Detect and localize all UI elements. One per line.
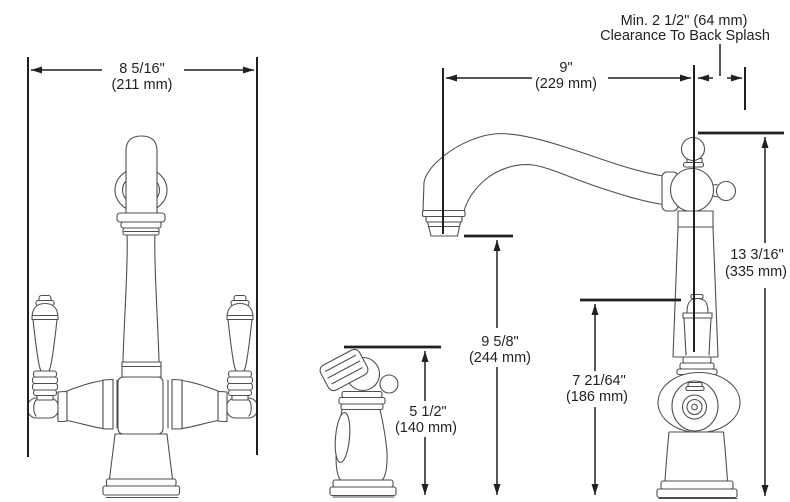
left-arm bbox=[26, 378, 118, 430]
waist-ring-1 bbox=[682, 356, 712, 364]
sprayer-neck-ring-3 bbox=[340, 403, 384, 411]
right-handle-rib-1 bbox=[227, 370, 253, 378]
dim-clearance-line2: Clearance To Back Splash bbox=[600, 28, 770, 44]
knob-joint-top bbox=[712, 183, 718, 186]
neck-band bbox=[121, 361, 162, 378]
cartridge-left-line bbox=[683, 317, 687, 356]
dim-spout-height-inches: 9 5/8" bbox=[481, 334, 518, 350]
left-handle-body bbox=[32, 318, 58, 372]
right-arm-cap-ring bbox=[248, 399, 252, 417]
sprayer-nozzle-line-3 bbox=[331, 367, 363, 385]
valve-hub bbox=[117, 376, 164, 435]
dim-overall-width-mm: (211 mm) bbox=[112, 77, 173, 93]
spout-collar-2 bbox=[120, 221, 162, 229]
stem-ring-1 bbox=[687, 381, 703, 388]
sprayer-nozzle-line-1 bbox=[324, 354, 357, 372]
sprayer-trigger bbox=[334, 412, 351, 463]
left-arm-ring-section bbox=[57, 390, 68, 423]
sprayer-nozzle-block bbox=[319, 348, 369, 392]
knob-joint-bottom bbox=[712, 195, 718, 198]
right-arm-end-cap bbox=[225, 397, 259, 419]
side-base-step-1 bbox=[660, 480, 734, 490]
side-neck-collar bbox=[677, 210, 714, 228]
dim-spout-reach-mm: (229 mm) bbox=[535, 76, 597, 92]
faucet-front-view bbox=[26, 135, 259, 499]
dim-clearance-line1: Min. 2 1/2" (64 mm) bbox=[621, 13, 748, 29]
spout-collar-1 bbox=[116, 212, 166, 223]
left-arm-band bbox=[102, 378, 114, 430]
dim-sprayer-height: 5 1/2" (140 mm) bbox=[344, 345, 457, 495]
side-sprayer-view bbox=[319, 348, 399, 498]
dim-overall-width: 8 5/16" (211 mm) bbox=[27, 57, 258, 457]
sprayer-neck-ring-1 bbox=[341, 390, 383, 399]
dim-spout-reach: 9" (229 mm) bbox=[442, 60, 695, 352]
right-arm-taper bbox=[181, 379, 219, 430]
side-body-inner-ring bbox=[671, 380, 719, 432]
dim-overall-height-inches: 13 3/16" bbox=[730, 247, 784, 263]
cartridge-band bbox=[682, 312, 713, 319]
left-handle-rib-2 bbox=[31, 376, 59, 385]
sprayer-base-step-1 bbox=[332, 479, 394, 488]
left-handle-rib-1 bbox=[32, 370, 58, 378]
waist-ring-2 bbox=[679, 362, 715, 370]
sprayer-neck-ring-2 bbox=[338, 396, 386, 405]
stem-ring-2 bbox=[685, 385, 705, 392]
left-arm-taper bbox=[66, 379, 104, 430]
outlet-circle-outer bbox=[681, 394, 708, 420]
faucet-neck bbox=[122, 234, 160, 363]
right-handle-rib-4 bbox=[227, 389, 253, 397]
dim-clearance: Min. 2 1/2" (64 mm) Clearance To Back Sp… bbox=[600, 13, 770, 110]
right-arm-ring-section bbox=[217, 390, 228, 423]
left-handle-rib-4 bbox=[32, 389, 58, 397]
side-base-step-2 bbox=[656, 488, 738, 499]
spout-lower-edge bbox=[463, 164, 664, 212]
left-handle-dome bbox=[31, 302, 59, 321]
side-neck-cone bbox=[672, 226, 719, 358]
dim-overall-height-mm: (335 mm) bbox=[725, 264, 787, 280]
right-handle bbox=[226, 294, 254, 401]
spout-column bbox=[125, 135, 158, 220]
front-base-step-1 bbox=[105, 478, 177, 487]
cartridge-dome bbox=[686, 297, 709, 314]
dim-handle-height: 7 21/64" (186 mm) bbox=[566, 298, 681, 495]
left-handle bbox=[31, 294, 59, 401]
dim-sprayer-height-inches: 5 1/2" bbox=[409, 404, 446, 420]
dim-overall-height: 13 3/16" (335 mm) bbox=[698, 131, 787, 496]
dim-spout-height: 9 5/8" (244 mm) bbox=[464, 234, 531, 495]
dim-overall-width-inches: 8 5/16" bbox=[119, 61, 164, 77]
sprayer-nozzle-line-2 bbox=[327, 360, 361, 379]
outlet-circle-mid bbox=[686, 398, 703, 416]
right-handle-body bbox=[227, 318, 253, 372]
side-valve-body bbox=[669, 167, 715, 213]
front-base-step-2 bbox=[102, 485, 181, 496]
dim-spout-height-mm: (244 mm) bbox=[469, 350, 531, 366]
left-handle-stem bbox=[36, 394, 54, 401]
outlet-circle-dot bbox=[691, 403, 698, 411]
faucet-side-view bbox=[421, 133, 741, 500]
sprayer-side-knob bbox=[379, 374, 399, 394]
dim-handle-height-inches: 7 21/64" bbox=[572, 373, 626, 389]
side-handle-knob bbox=[715, 180, 737, 202]
spout-upper-edge bbox=[422, 133, 664, 212]
left-handle-rib-3 bbox=[31, 382, 59, 391]
right-arm-band bbox=[171, 378, 183, 430]
right-handle-rib-2 bbox=[226, 376, 254, 385]
dim-handle-height-mm: (186 mm) bbox=[566, 389, 628, 405]
sprayer-base-step-2 bbox=[329, 486, 397, 497]
cartridge-right-line bbox=[708, 317, 712, 356]
dim-sprayer-height-mm: (140 mm) bbox=[395, 420, 457, 436]
right-handle-rib-3 bbox=[226, 382, 254, 391]
right-handle-stem bbox=[231, 394, 249, 401]
right-handle-dome bbox=[226, 302, 254, 321]
left-arm-cap-ring bbox=[33, 399, 37, 417]
front-base-cone bbox=[108, 433, 174, 480]
dim-spout-reach-inches: 9" bbox=[559, 60, 572, 76]
side-base-cone bbox=[664, 431, 729, 482]
left-arm-end-cap bbox=[26, 397, 60, 419]
